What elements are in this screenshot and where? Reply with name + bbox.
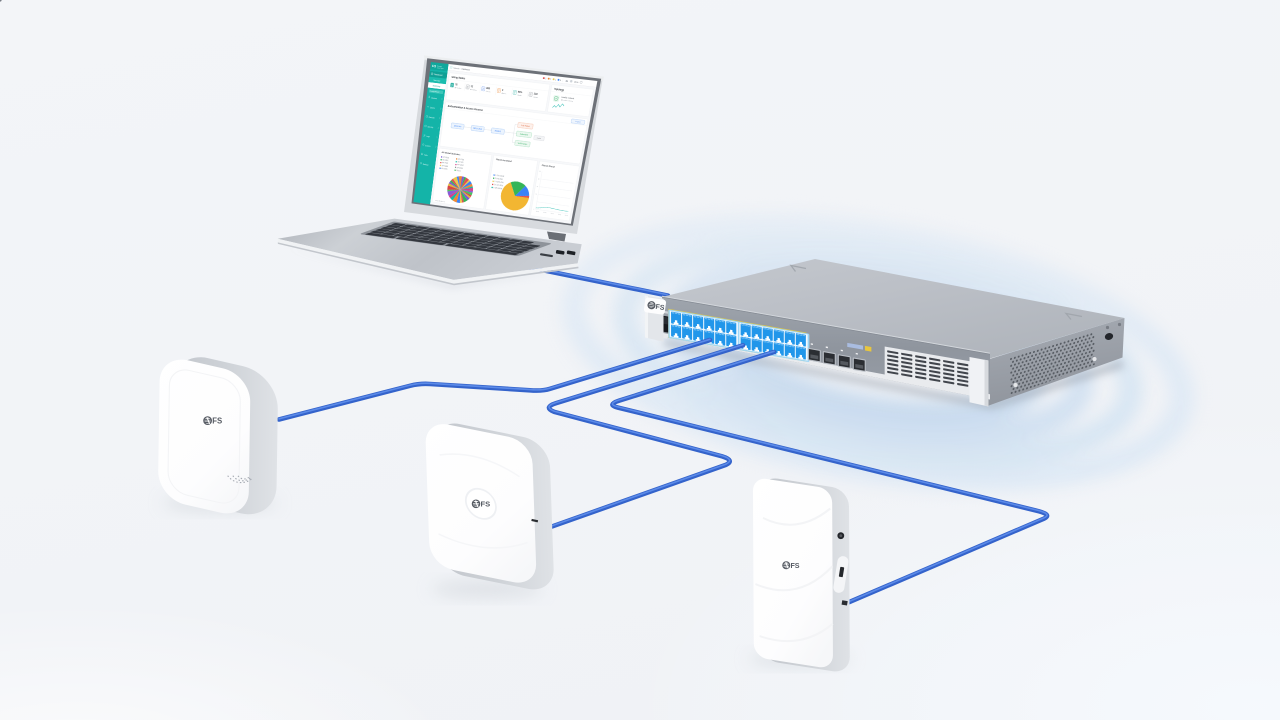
svg-text:12:00: 12:00 [550,213,554,215]
svg-text:Network: Network [453,67,460,71]
svg-text:Total: 88 devices: Total: 88 devices [435,199,446,203]
svg-text:Monitoring: Monitoring [433,84,441,88]
svg-text:AP-C400: AP-C400 [458,158,465,162]
svg-text:Uptime: Uptime [533,95,538,99]
svg-text:5 GHz-80M: 5 GHz-80M [495,178,504,181]
svg-text:Config Wizard: Config Wizard [430,90,440,94]
svg-text:12d: 12d [533,94,538,97]
svg-text:06:00: 06:00 [543,212,547,214]
svg-text:AP Online: AP Online [454,86,461,90]
svg-text:6 GHz-160M: 6 GHz-160M [493,187,503,190]
svg-text:Health: Health [517,93,522,97]
svg-text:5: 5 [550,79,551,81]
svg-text:Clients: Clients [430,106,435,110]
svg-text:Auth Failed: Auth Failed [521,124,530,128]
svg-text:5 GHz-160M: 5 GHz-160M [495,175,505,178]
svg-text:VLAN Assign: VLAN Assign [517,142,527,146]
svg-text:Dashboard: Dashboard [434,73,443,77]
svg-text:24:00: 24:00 [565,215,569,217]
svg-text:AP-T611: AP-T611 [457,160,463,164]
svg-text:60: 60 [538,178,540,180]
svg-text:Clients Trend: Clients Trend [541,164,555,169]
svg-text:AP-T565: AP-T565 [442,161,448,165]
svg-text:admin: admin [574,81,579,84]
svg-text:FS: FS [655,304,665,312]
svg-text:AP-W632: AP-W632 [457,163,464,167]
svg-text:Cloud Mgmt: Cloud Mgmt [437,66,445,70]
svg-text:FS: FS [432,64,436,69]
svg-text:Summary: Summary [433,80,440,83]
svg-text:20: 20 [535,194,537,196]
svg-text:802.1X Auth: 802.1X Auth [473,127,482,131]
svg-text:Alarms: Alarms [501,92,506,96]
svg-text:Authentication & Access Proces: Authentication & Access Process [448,105,484,112]
svg-text:Online: Online [537,137,542,140]
svg-text:AP-W628: AP-W628 [441,164,448,168]
svg-text:2.4 GHz-40M: 2.4 GHz-40M [494,181,504,184]
svg-text:Authorized: Authorized [520,132,528,136]
svg-text:40: 40 [536,186,538,188]
svg-text:2.4 GHz-20M: 2.4 GHz-20M [494,184,504,187]
svg-text:12: 12 [470,86,473,88]
svg-text:RADIUS: RADIUS [495,129,502,133]
svg-text:AP-N515: AP-N515 [441,167,448,171]
svg-text:Settings: Settings [423,163,429,167]
svg-text:AP-N511: AP-N511 [442,158,448,162]
svg-text:Client Join: Client Join [454,124,462,128]
svg-text:Healthy network: Healthy network [561,96,574,101]
svg-text:00:00: 00:00 [536,211,540,213]
svg-text:Devices: Devices [431,98,437,101]
svg-text:FS: FS [480,500,490,509]
svg-text:Airware: Airware [437,64,442,68]
svg-text:96%: 96% [518,92,523,95]
svg-text:1: 1 [555,79,556,81]
svg-text:828: 828 [486,88,491,91]
svg-text:80: 80 [539,171,541,173]
svg-text:18:00: 18:00 [558,214,562,216]
svg-text:System: System [425,144,431,148]
svg-text:Using Status: Using Status [451,76,466,81]
svg-text:Network: Network [429,116,435,120]
svg-text:0: 0 [533,209,534,211]
svg-text:Others: Others [456,169,461,173]
svg-text:All nodes running: All nodes running [561,98,574,103]
svg-text:Security: Security [427,125,433,129]
svg-text:Logs: Logs [426,136,430,138]
svg-text:AP-N501: AP-N501 [457,166,464,170]
svg-text:8: 8 [560,80,561,82]
svg-text:3: 3 [502,90,504,92]
svg-text:2: 2 [545,78,546,80]
svg-text:AP Offline: AP Offline [470,88,477,92]
svg-text:Clients by Band: Clients by Band [496,158,513,163]
svg-text:Legend: Legend [575,121,580,124]
svg-text:AP Model Statistics: AP Model Statistics [441,151,461,157]
svg-text:Tools: Tools [424,155,428,157]
svg-text:76: 76 [455,84,458,86]
svg-text:Dashboard: Dashboard [461,69,469,72]
svg-text:FS: FS [212,417,222,426]
svg-text:Clients: Clients [486,90,491,94]
svg-text:AP-N505: AP-N505 [443,156,450,160]
svg-text:Topology: Topology [554,89,565,92]
svg-text:FS: FS [790,562,799,570]
